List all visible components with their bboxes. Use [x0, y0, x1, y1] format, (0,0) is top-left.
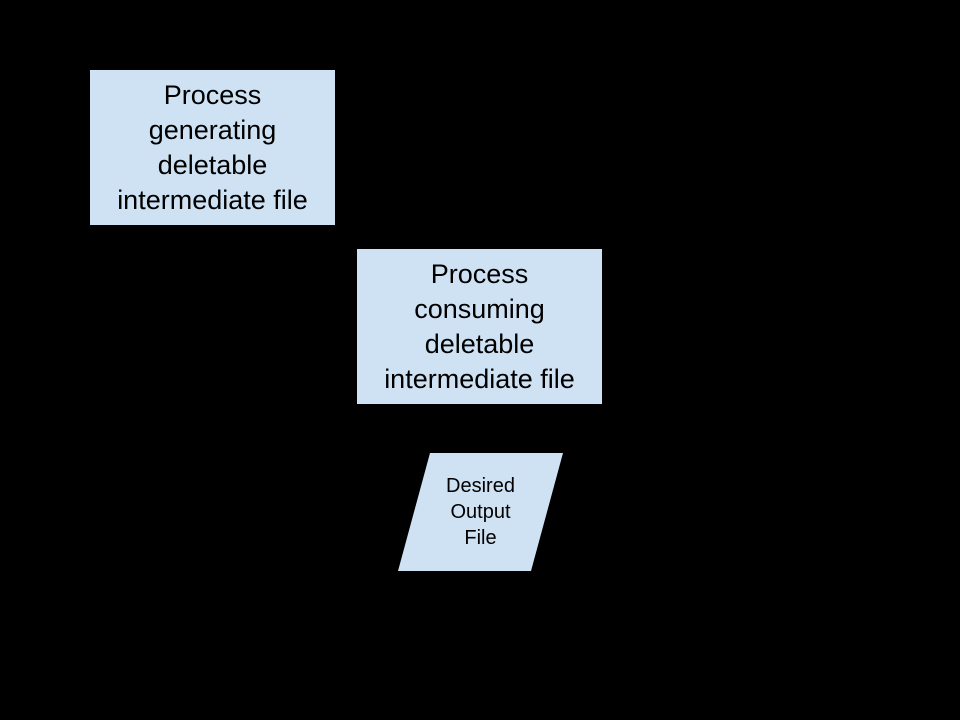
node-process-generating-intermediate: Process generating deletable intermediat…: [90, 70, 335, 225]
node-label-process-generating: Process generating deletable intermediat…: [117, 79, 308, 215]
node-label-process-consuming: Process consuming deletable intermediate…: [384, 258, 575, 394]
node-process-consuming-intermediate: Process consuming deletable intermediate…: [357, 249, 602, 404]
node-desired-output-file: Desired Output File: [398, 453, 563, 571]
node-label-desired-output-file: Desired Output File: [446, 475, 515, 549]
